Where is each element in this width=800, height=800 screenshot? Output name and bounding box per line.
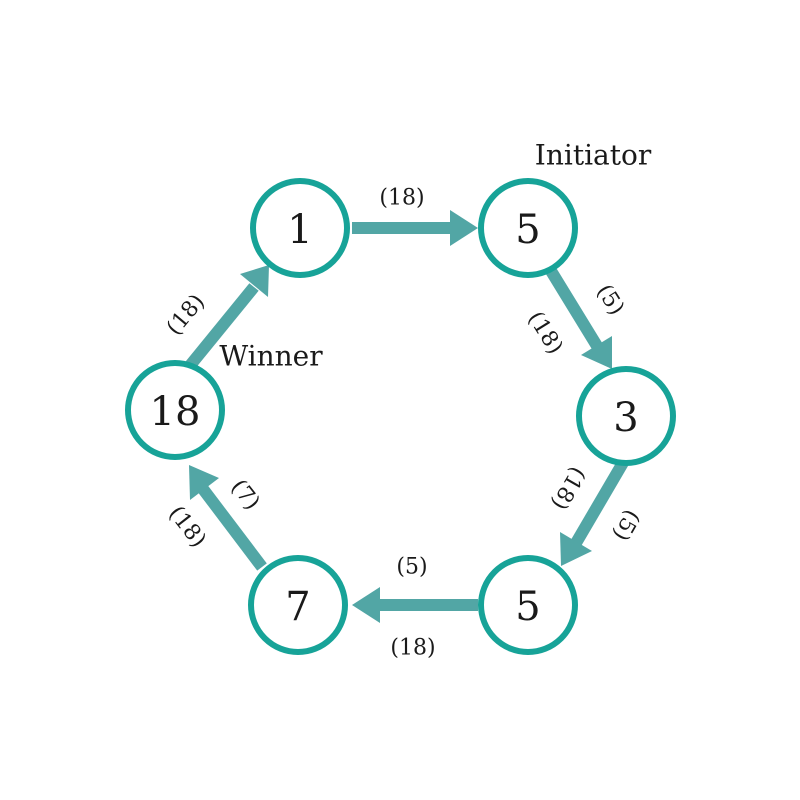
edge-18-to-1 <box>183 265 269 372</box>
edge-5a-3-label-outer: (5) <box>591 280 629 320</box>
node-5b-label: 5 <box>515 584 540 630</box>
edge-3-5b-label-outer: (5) <box>607 505 644 544</box>
edge-3-5b-label-inner: (18) <box>546 462 590 514</box>
node-5-bottom: 5 <box>478 555 578 655</box>
edge-1-5a-label: (18) <box>379 186 424 211</box>
edge-5b-7-label-top: (5) <box>396 555 427 580</box>
edge-5b-to-7 <box>352 587 478 623</box>
edge-7-18-label-inner: (7) <box>226 475 265 515</box>
node-5-initiator: 5 <box>478 178 578 278</box>
node-3-label: 3 <box>613 395 638 441</box>
edge-18-1-label: (18) <box>162 290 210 341</box>
edge-5b-7-label-bottom: (18) <box>390 636 435 661</box>
winner-label: Winner <box>219 340 323 373</box>
node-1-label: 1 <box>287 207 312 253</box>
node-3: 3 <box>576 366 676 466</box>
edge-7-to-18 <box>189 465 267 571</box>
edge-5a-3-label-inner: (18) <box>522 307 567 359</box>
edge-1-to-5a <box>352 210 478 246</box>
edge-5a-to-3 <box>542 262 612 369</box>
node-5a-label: 5 <box>515 207 540 253</box>
edge-7-18-label-outer: (18) <box>163 502 211 553</box>
edge-3-to-5b <box>560 457 630 566</box>
node-18-winner: 18 <box>125 360 225 460</box>
node-7-label: 7 <box>285 584 310 630</box>
node-18-label: 18 <box>150 389 201 435</box>
node-7: 7 <box>248 555 348 655</box>
node-1: 1 <box>250 178 350 278</box>
initiator-label: Initiator <box>535 139 652 172</box>
